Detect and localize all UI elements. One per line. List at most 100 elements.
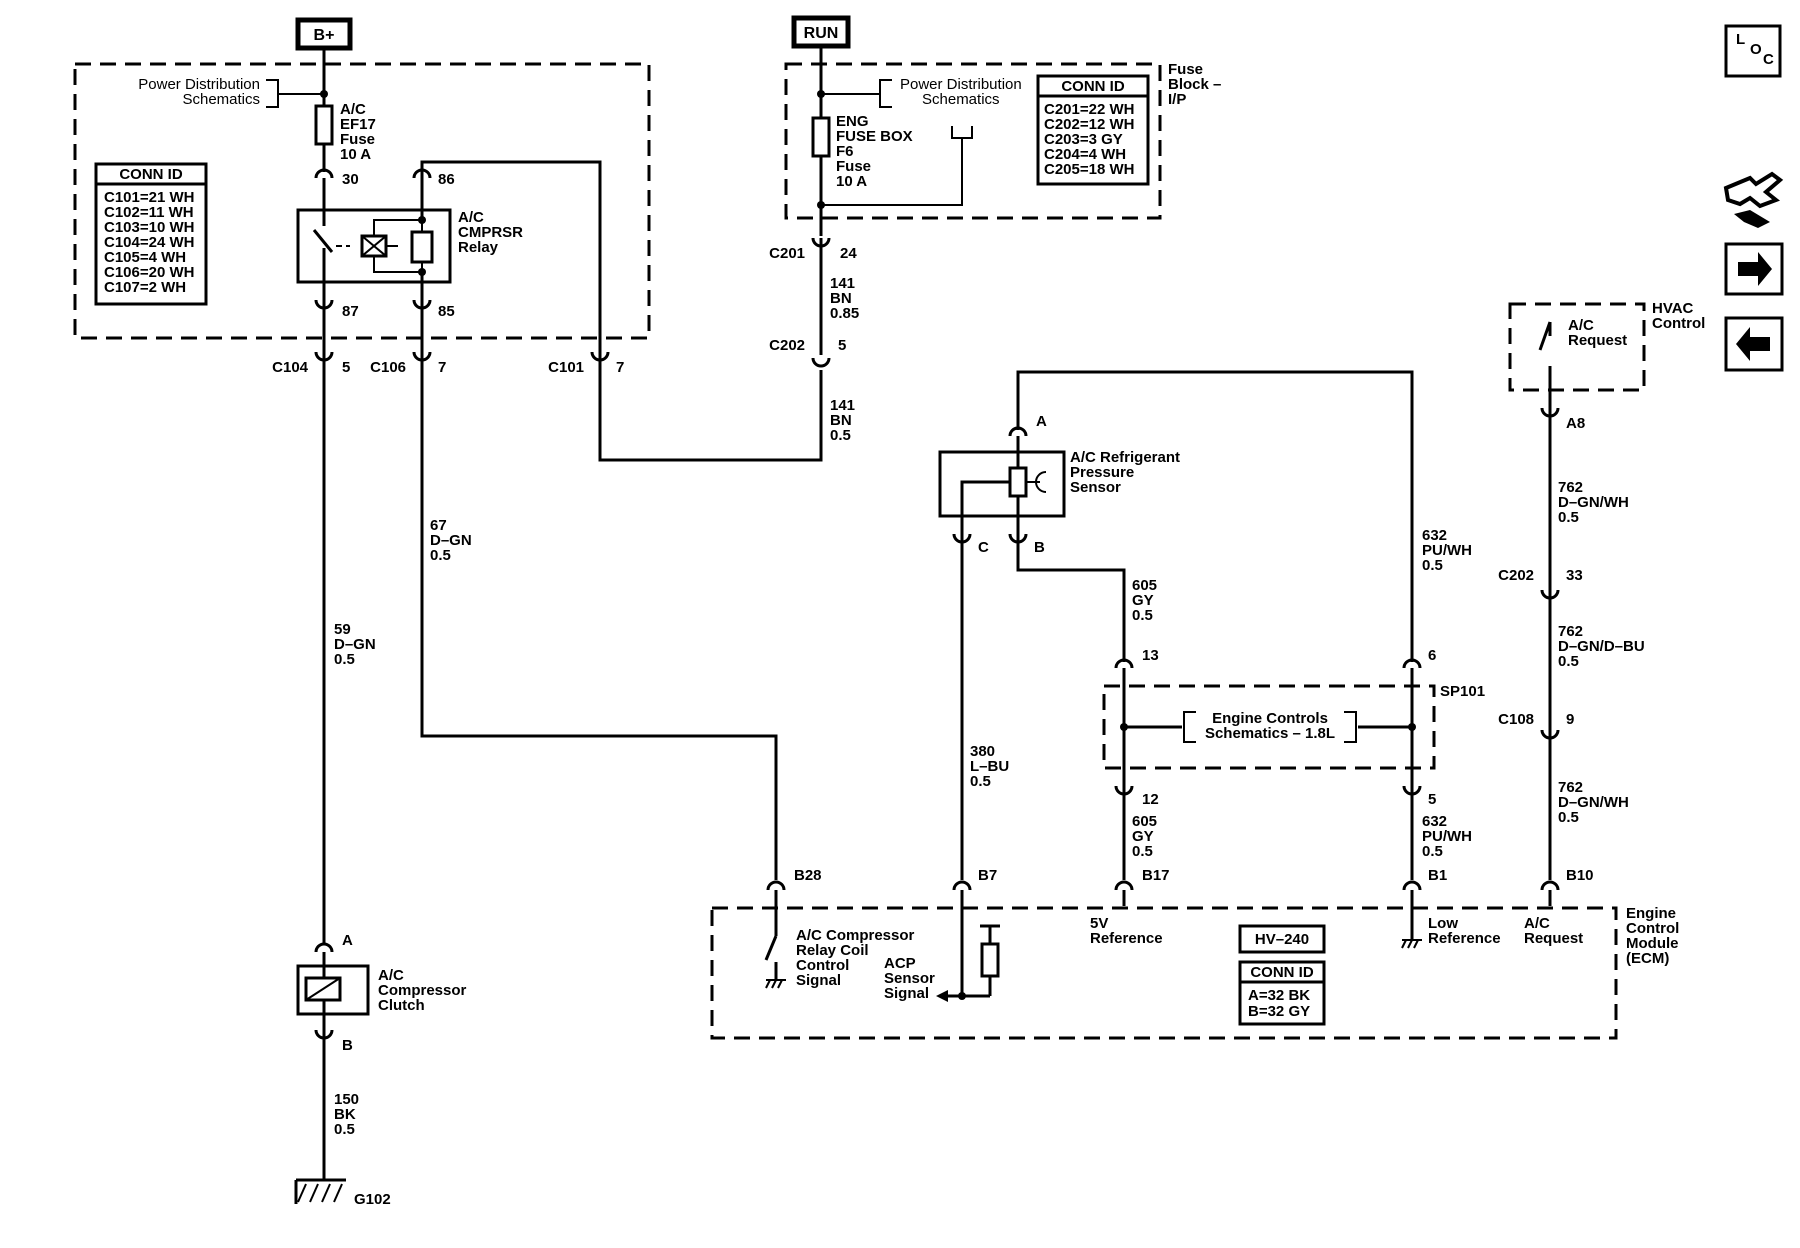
location-icon[interactable]: L O C (1724, 24, 1782, 78)
ecm-relay-signal-1: A/C Compressor (796, 927, 915, 944)
clutch-pin-a: A (342, 932, 353, 949)
sensor-label-2: Pressure (1070, 464, 1134, 481)
ip-pd-line2: Schematics (922, 91, 1000, 108)
wire-762c-line1: 762 (1558, 779, 1583, 796)
wire-141b-line1: 141 (830, 397, 855, 414)
wire-762c-line2: D–GN/WH (1558, 794, 1629, 811)
arrow-right-icon[interactable] (1724, 242, 1784, 296)
c202a-pin: 5 (838, 337, 846, 354)
fuse-block-ip-border (784, 62, 1162, 220)
ecm-name-3: Module (1626, 935, 1679, 952)
ip-conn-row: C204=4 WH (1044, 146, 1126, 163)
ef17-line3: Fuse (340, 131, 375, 148)
wire-141a-line2: BN (830, 290, 852, 307)
ecm-name-1: Engine (1626, 905, 1676, 922)
splice-pin5: 5 (1428, 791, 1436, 808)
hv-240-label: HV–240 (1255, 931, 1309, 948)
ecm-pin-b10: B10 (1566, 867, 1594, 884)
c202-connector-b (1540, 589, 1560, 600)
c101-label: C101 (548, 359, 584, 376)
c202b-pin: 33 (1566, 567, 1583, 584)
hvac-name-2: Control (1652, 315, 1705, 332)
wire-141a-line3: 0.85 (830, 305, 859, 322)
wire-762a-line3: 0.5 (1558, 509, 1579, 526)
c108-label: C108 (1498, 711, 1534, 728)
wire-59-line3: 0.5 (334, 651, 355, 668)
sensor-pin-a-cap (1008, 426, 1028, 437)
splice-sp101-border (1102, 684, 1436, 770)
sensor-label-3: Sensor (1070, 479, 1121, 496)
ecm-acp-1: ACP (884, 955, 916, 972)
wire-762a-line2: D–GN/WH (1558, 494, 1629, 511)
c104-pin: 5 (342, 359, 350, 376)
fuse-block-name-1: Fuse (1168, 61, 1203, 78)
ecm-conn-row: A=32 BK (1248, 987, 1310, 1004)
ecm-low-ref-ground-icon (1401, 939, 1422, 949)
relay-pin86: 86 (438, 171, 455, 188)
f6-line1: ENG (836, 113, 869, 130)
left-conn-row: C105=4 WH (104, 249, 186, 266)
arrow-left-icon[interactable] (1724, 316, 1784, 372)
relay-label-2: CMPRSR (458, 224, 523, 241)
relay-pin85: 85 (438, 303, 455, 320)
ecm-low-ref-2: Reference (1428, 930, 1501, 947)
ecm-relay-signal-3: Control (796, 957, 849, 974)
ecm-pin-b1: B1 (1428, 867, 1447, 884)
left-conn-row: C104=24 WH (104, 234, 194, 251)
wire-150-line2: BK (334, 1106, 356, 1123)
sensor-label-1: A/C Refrigerant (1070, 449, 1180, 466)
tools-icon[interactable] (1723, 171, 1784, 228)
splice-ref-line2: Schematics – 1.8L (1205, 725, 1335, 742)
ecm-pin-b28: B28 (794, 867, 822, 884)
wire-605b-line1: 605 (1132, 813, 1157, 830)
c106-label: C106 (370, 359, 406, 376)
left-conn-row: C107=2 WH (104, 279, 186, 296)
splice-pin6: 6 (1428, 647, 1436, 664)
wire-632b-line3: 0.5 (1422, 843, 1443, 860)
wire-141b-line2: BN (830, 412, 852, 429)
ecm-5v-ref-1: 5V (1090, 915, 1108, 932)
ip-conn-row: C203=3 GY (1044, 131, 1123, 148)
wire-632a-line3: 0.5 (1422, 557, 1443, 574)
wire-632a-line2: PU/WH (1422, 542, 1472, 559)
ef17-line1: A/C (340, 101, 366, 118)
left-conn-row: C106=20 WH (104, 264, 194, 281)
ef17-line4: 10 A (340, 146, 371, 163)
wire-762b-line2: D–GN/D–BU (1558, 638, 1645, 655)
ecm-acp-2: Sensor (884, 970, 935, 987)
wire-141a-line1: 141 (830, 275, 855, 292)
ground-g102-icon (294, 1178, 346, 1204)
wire-59-line2: D–GN (334, 636, 376, 653)
clutch-label-3: Clutch (378, 997, 425, 1014)
relay-pin87: 87 (342, 303, 359, 320)
left-pd-line1: Power Distribution (138, 76, 260, 93)
fuse-block-name-2: Block – (1168, 76, 1221, 93)
hv-240-badge (1238, 924, 1326, 954)
ef17-fuse (314, 104, 334, 146)
wire-605a-line2: GY (1132, 592, 1154, 609)
ecm-pin-b17-cap (1114, 880, 1134, 891)
hvac-pin-a8: A8 (1566, 415, 1585, 432)
splice-name: SP101 (1440, 683, 1485, 700)
ecm-conn-title: CONN ID (1250, 964, 1314, 981)
b-plus-label: B+ (314, 27, 335, 44)
c201-label: C201 (769, 245, 805, 262)
ecm-acp-3: Signal (884, 985, 929, 1002)
wire-67-line1: 67 (430, 517, 447, 534)
ecm-relay-signal-4: Signal (796, 972, 841, 989)
splice-pin13-cap (1114, 658, 1134, 669)
clutch-label-1: A/C (378, 967, 404, 984)
relay-label-1: A/C (458, 209, 484, 226)
ecm-relay-signal-2: Relay Coil (796, 942, 869, 959)
ac-refrigerant-pressure-sensor (938, 450, 1066, 518)
clutch-pin-a-cap (314, 942, 334, 953)
ip-conn-id-table (1036, 74, 1150, 186)
c106-pin: 7 (438, 359, 446, 376)
wire-141b-line3: 0.5 (830, 427, 851, 444)
loc-letter-c: C (1763, 51, 1774, 68)
c108-connector (1540, 729, 1560, 740)
c201-pin: 24 (840, 245, 857, 262)
c108-pin: 9 (1566, 711, 1574, 728)
wire-605a-line3: 0.5 (1132, 607, 1153, 624)
splice-pin6-cap (1402, 658, 1422, 669)
